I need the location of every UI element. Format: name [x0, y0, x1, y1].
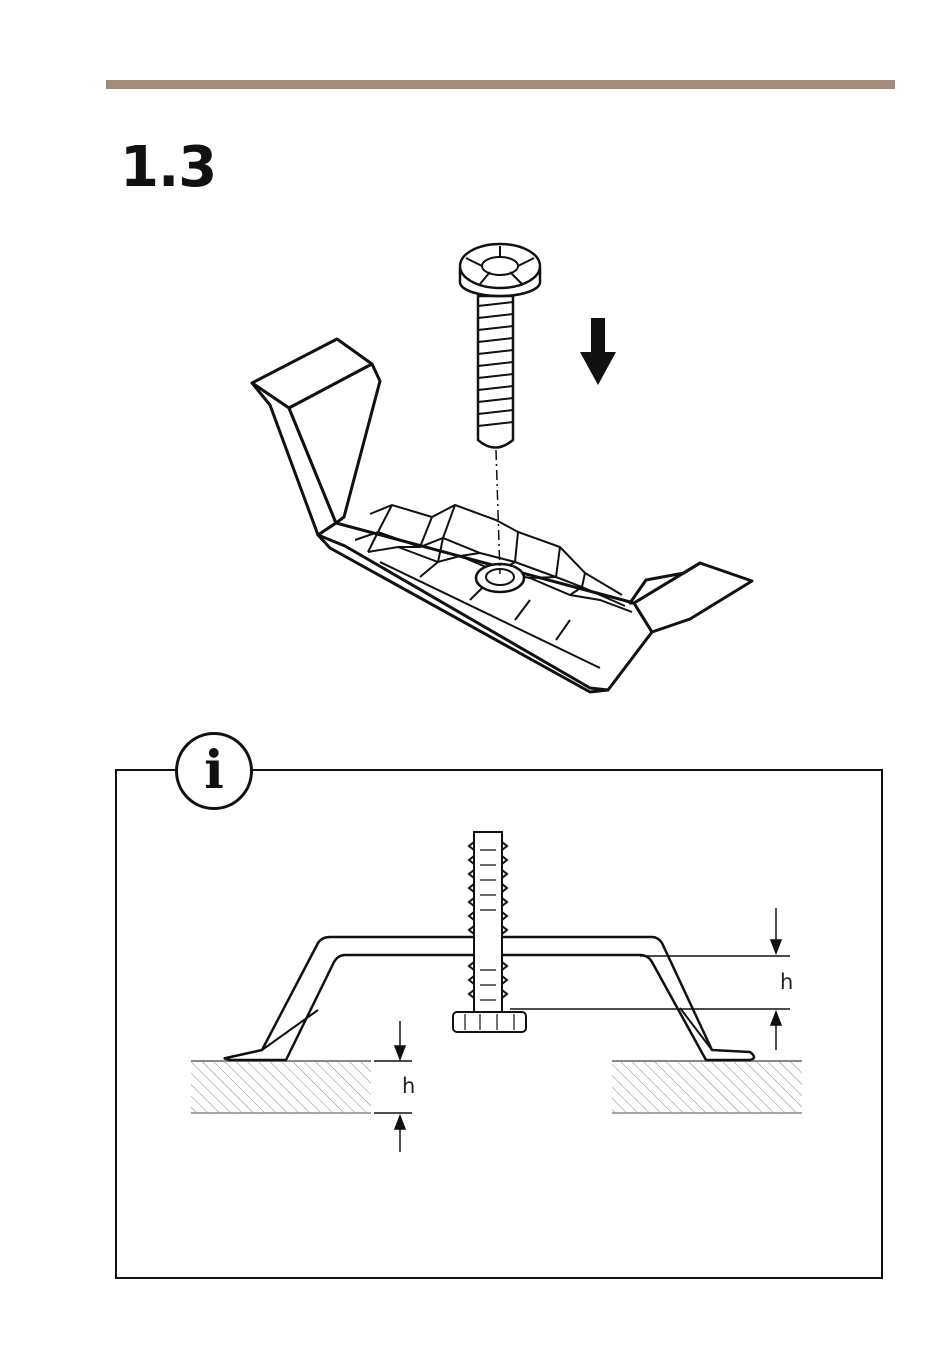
right-surface — [612, 1061, 802, 1113]
height-label-left: h — [402, 1076, 415, 1097]
left-surface — [191, 1061, 371, 1113]
height-label-right: h — [780, 972, 793, 993]
